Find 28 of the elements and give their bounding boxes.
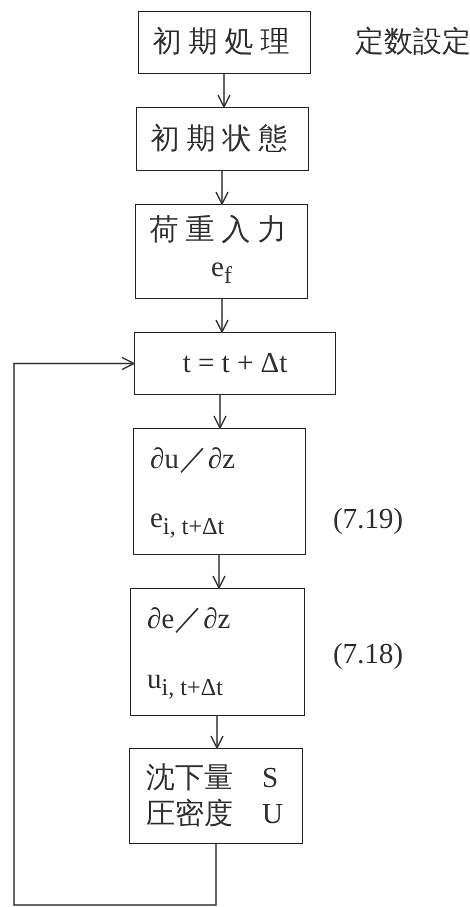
process-box xyxy=(135,204,308,299)
equation-number: (7.19) xyxy=(333,503,404,536)
box-label: e$_{f}$ xyxy=(211,250,232,290)
box-label: 圧密度 U xyxy=(146,797,283,832)
box-label: 沈下量 S xyxy=(146,760,278,796)
arrow xyxy=(217,74,231,108)
process-box xyxy=(133,428,306,555)
equation-number: (7.18) xyxy=(333,638,404,671)
arrow xyxy=(215,299,229,333)
box-label: ∂e／∂z xyxy=(147,602,230,637)
process-box xyxy=(130,588,305,716)
process-box xyxy=(134,332,336,395)
process-box xyxy=(138,11,311,74)
arrow xyxy=(213,395,227,429)
box-label: 初期状態 xyxy=(150,122,294,157)
box-label: e$_{i, t+Δt}$ xyxy=(150,501,224,542)
box-label: t = t + Δt xyxy=(182,346,288,382)
arrow xyxy=(215,171,229,205)
process-box xyxy=(136,107,309,171)
arrow xyxy=(212,555,226,589)
box-label: u$_{i, t+Δt}$ xyxy=(147,662,223,703)
process-box xyxy=(129,748,303,844)
box-label: 初期処理 xyxy=(152,25,296,60)
box-label: ∂u／∂z xyxy=(150,442,236,477)
note-text: 定数設定 xyxy=(355,23,470,60)
box-label: 荷重入力 xyxy=(150,213,294,248)
arrow xyxy=(210,716,224,749)
arrow xyxy=(13,356,217,906)
